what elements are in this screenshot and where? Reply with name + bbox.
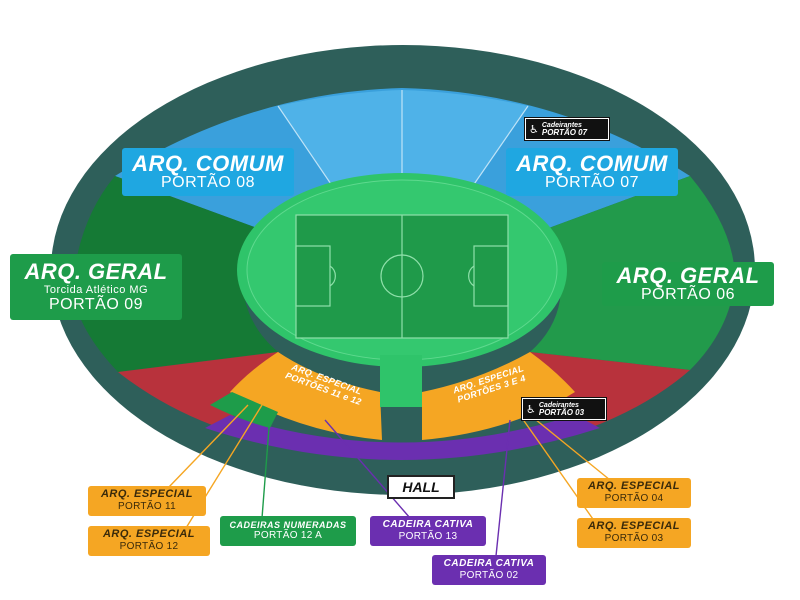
callout-arq-especial-11[interactable]: ARQ. ESPECIAL PORTÃO 11 <box>88 486 206 516</box>
leader-line <box>261 414 271 519</box>
callout-title: CADEIRA CATIVA <box>443 558 535 569</box>
callout-title: ARQ. ESPECIAL <box>100 488 194 501</box>
label-arq-geral-06[interactable]: ARQ. GERAL PORTÃO 06 <box>602 262 774 306</box>
penalty-area-left <box>295 245 331 307</box>
callout-gate: PORTÃO 12 <box>119 541 179 553</box>
penalty-arc-left <box>329 265 336 287</box>
section-purple <box>205 415 600 460</box>
callout-gate: PORTÃO 04 <box>604 493 664 505</box>
label-arq-comum-08[interactable]: ARQ. COMUM PORTÃO 08 <box>122 148 294 196</box>
penalty-area-right <box>473 245 509 307</box>
callout-arq-especial-04[interactable]: ARQ. ESPECIAL PORTÃO 04 <box>577 478 691 508</box>
callout-title: ARQ. ESPECIAL <box>102 528 196 541</box>
wheelchair-badge-gate03[interactable]: ♿ Cadeirantes PORTÃO 03 <box>521 397 607 421</box>
callout-gate: PORTÃO 13 <box>398 530 458 542</box>
section-orange-left <box>230 352 382 440</box>
callout-cadeira-cativa-02[interactable]: CADEIRA CATIVA PORTÃO 02 <box>432 555 546 585</box>
wheelchair-badge-gate07[interactable]: ♿ Cadeirantes PORTÃO 07 <box>524 117 610 141</box>
callout-gate: PORTÃO 12 A <box>253 529 323 541</box>
callout-gate: PORTÃO 02 <box>459 569 519 581</box>
player-tunnel <box>380 355 422 407</box>
section-title: ARQ. COMUM <box>516 151 668 177</box>
callout-title: CADEIRAS NUMERADAS <box>229 519 347 530</box>
section-orange-right <box>422 352 575 440</box>
leader-line <box>167 404 249 489</box>
label-arq-geral-09[interactable]: ARQ. GERAL Torcida Atlético MG PORTÃO 09 <box>10 254 182 320</box>
section-gate: PORTÃO 08 <box>160 174 255 192</box>
section-title: ARQ. COMUM <box>132 151 284 177</box>
callout-gate: PORTÃO 11 <box>118 501 176 513</box>
callout-cadeiras-numeradas[interactable]: CADEIRAS NUMERADAS PORTÃO 12 A <box>220 516 356 546</box>
hall-label[interactable]: HALL <box>387 475 455 499</box>
wheelchair-label: Cadeirantes <box>538 401 579 409</box>
center-circle <box>380 254 424 298</box>
divider-line <box>469 105 529 191</box>
callout-arq-especial-12[interactable]: ARQ. ESPECIAL PORTÃO 12 <box>88 526 210 556</box>
section-gate: PORTÃO 09 <box>48 295 143 313</box>
wheelchair-label: Cadeirantes <box>541 121 582 129</box>
divider-line <box>277 105 336 191</box>
section-note: Torcida Atlético MG <box>43 284 149 297</box>
leader-line <box>495 419 511 557</box>
callout-title: CADEIRA CATIVA <box>382 519 474 530</box>
section-gate: PORTÃO 07 <box>544 174 639 192</box>
callout-title: ARQ. ESPECIAL <box>587 520 681 533</box>
section-title: ARQ. GERAL <box>24 259 168 285</box>
penalty-arc-right <box>468 265 475 287</box>
wheelchair-gate: PORTÃO 03 <box>538 407 585 417</box>
section-title: ARQ. GERAL <box>616 263 760 289</box>
wheelchair-icon: ♿ <box>529 123 539 136</box>
callout-gate: PORTÃO 03 <box>604 533 664 545</box>
callout-title: ARQ. ESPECIAL <box>587 480 681 493</box>
wheelchair-icon: ♿ <box>526 403 536 416</box>
section-blue-top-center <box>278 90 528 190</box>
callout-arq-especial-03[interactable]: ARQ. ESPECIAL PORTÃO 03 <box>577 518 691 548</box>
leader-line <box>324 419 411 519</box>
leader-line <box>529 414 611 481</box>
wheelchair-gate: PORTÃO 07 <box>541 127 588 137</box>
label-arq-comum-07[interactable]: ARQ. COMUM PORTÃO 07 <box>506 148 678 196</box>
section-gate: PORTÃO 06 <box>640 286 735 304</box>
callout-cadeira-cativa-13[interactable]: CADEIRA CATIVA PORTÃO 13 <box>370 516 486 546</box>
